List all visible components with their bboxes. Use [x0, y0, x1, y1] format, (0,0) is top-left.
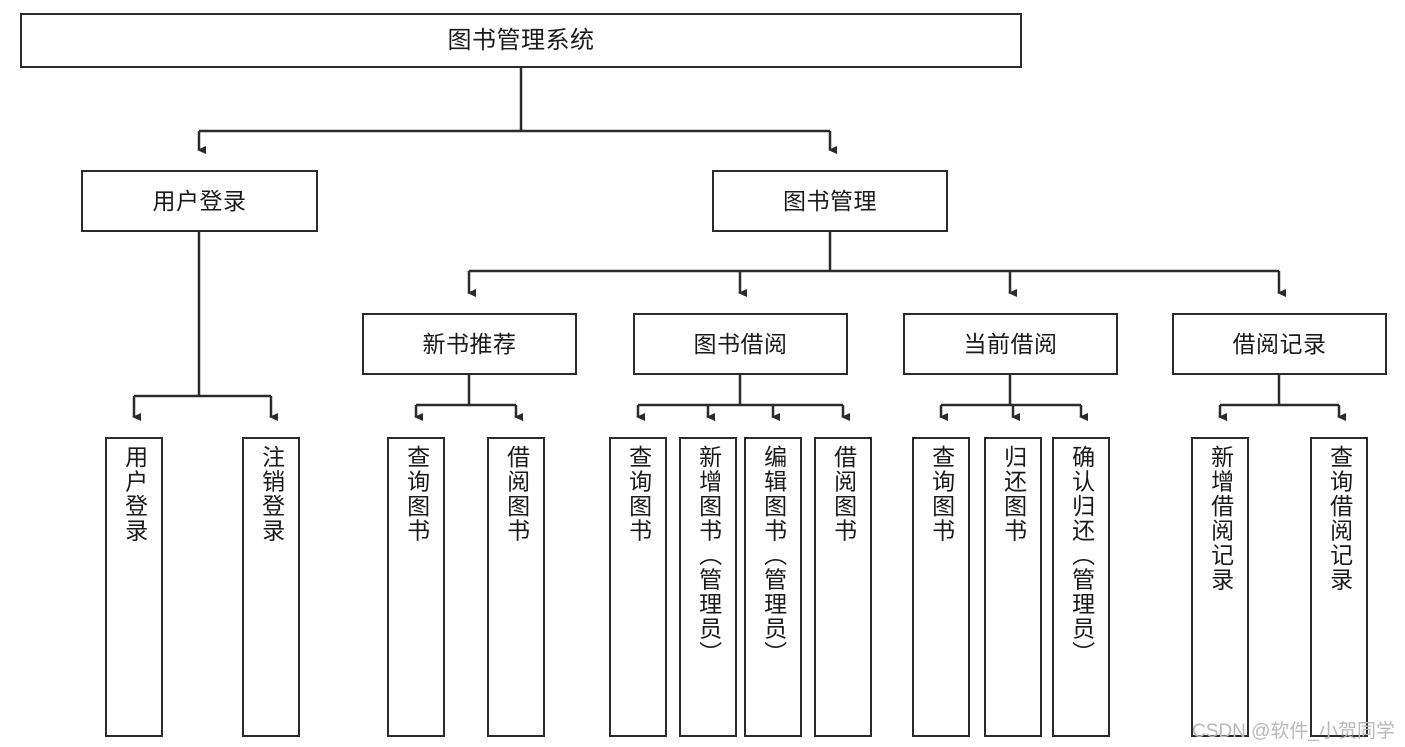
node-label: 查询图书: [403, 445, 430, 543]
node-label: 注销登录: [258, 445, 285, 543]
leaf-borrow-book[interactable]: 借阅图书: [814, 437, 872, 737]
node-book-borrow[interactable]: 图书借阅: [633, 313, 848, 375]
leaf-logout-login[interactable]: 注销登录: [242, 437, 300, 737]
leaf-user-login[interactable]: 用户登录: [105, 437, 163, 737]
node-label: 图书管理: [783, 187, 877, 214]
leaf-add-borrow-record[interactable]: 新增借阅记录: [1191, 437, 1249, 737]
node-label: 借阅图书: [503, 445, 530, 543]
leaf-add-book-admin[interactable]: 新增图书（管理员）: [679, 437, 737, 737]
node-label: 新增借阅记录: [1207, 445, 1234, 592]
csdn-watermark: CSDN @软件_小贺同学: [1192, 721, 1395, 742]
leaf-query-book-current[interactable]: 查询图书: [912, 437, 970, 737]
leaf-edit-book-admin[interactable]: 编辑图书（管理员）: [744, 437, 802, 737]
node-label: 查询图书: [928, 445, 955, 543]
leaf-confirm-return-admin[interactable]: 确认归还（管理员）: [1052, 437, 1110, 737]
node-borrow-record[interactable]: 借阅记录: [1172, 313, 1387, 375]
leaf-query-book-borrow[interactable]: 查询图书: [609, 437, 667, 737]
leaf-query-borrow-record[interactable]: 查询借阅记录: [1310, 437, 1368, 737]
node-label: 编辑图书（管理员）: [760, 445, 787, 666]
node-new-book-recommend[interactable]: 新书推荐: [362, 313, 577, 375]
node-current-borrow[interactable]: 当前借阅: [903, 313, 1118, 375]
node-label: 确认归还（管理员）: [1068, 445, 1095, 666]
node-label: 借阅记录: [1232, 330, 1327, 357]
node-label: 当前借阅: [963, 330, 1058, 357]
leaf-query-book-recommend[interactable]: 查询图书: [387, 437, 445, 737]
node-label: 图书管理系统: [447, 26, 595, 54]
node-label: 归还图书: [1000, 445, 1027, 543]
node-label: 图书借阅: [693, 330, 788, 357]
leaf-borrow-book-recommend[interactable]: 借阅图书: [487, 437, 545, 737]
node-root-system[interactable]: 图书管理系统: [20, 13, 1022, 68]
node-label: 查询借阅记录: [1326, 445, 1353, 592]
node-label: 用户登录: [121, 445, 148, 543]
leaf-return-book[interactable]: 归还图书: [984, 437, 1042, 737]
node-label: 用户登录: [152, 187, 247, 214]
node-label: 查询图书: [625, 445, 652, 543]
node-label: 新增图书（管理员）: [695, 445, 722, 666]
node-user-login[interactable]: 用户登录: [81, 170, 318, 232]
node-label: 新书推荐: [422, 330, 517, 357]
node-book-management[interactable]: 图书管理: [712, 170, 948, 232]
node-label: 借阅图书: [830, 445, 857, 543]
